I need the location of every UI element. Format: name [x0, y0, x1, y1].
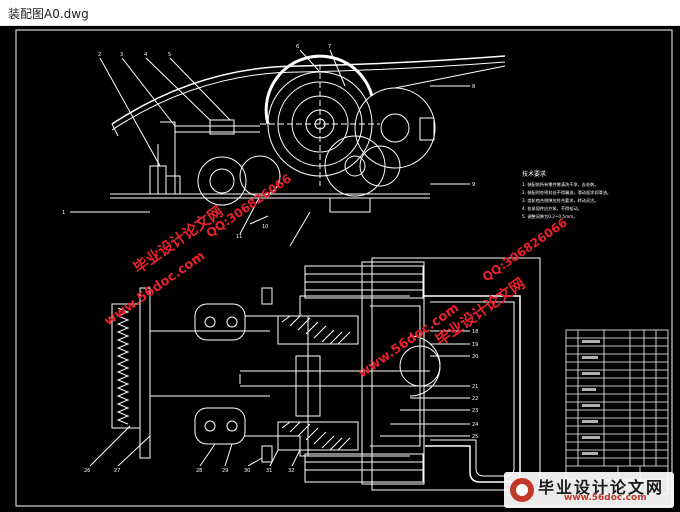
part-label: 5	[168, 52, 171, 58]
part-label: 29	[222, 468, 228, 474]
logo-icon	[510, 478, 534, 502]
spring	[116, 307, 130, 425]
motor-bottom	[304, 453, 424, 483]
note-line: 2. 装配时各密封处不得漏油，滑动面涂润滑油。	[522, 189, 611, 196]
part-label: 25	[472, 434, 478, 440]
watermark-text: QQ:306826066	[480, 215, 570, 284]
note-line: 3. 齿轮啮合侧隙应符合要求，转动灵活。	[522, 197, 599, 204]
technical-notes: 技术要求 1. 装配前所有零件需清洗干净，去毛刺。 2. 装配时各密封处不得漏油…	[522, 170, 611, 220]
part-label: 32	[288, 468, 294, 474]
drawing-border	[15, 29, 673, 507]
part-label: 6	[296, 44, 299, 50]
part-label: 10	[262, 224, 268, 230]
gear-section-bottom	[277, 421, 359, 451]
site-logo: 毕业设计论文网 www.56doc.com	[504, 472, 674, 508]
lower-link	[194, 407, 246, 445]
watermarks: 毕业设计论文网 QQ:306826066 www.56doc.com QQ:30…	[102, 171, 570, 381]
part-label: 22	[472, 396, 478, 402]
logo-main-text: 毕业设计论文网	[538, 478, 665, 497]
part-label: 7	[328, 44, 331, 50]
parts-list-fills	[582, 340, 600, 455]
part-label: 20	[472, 354, 478, 360]
curved-arm	[111, 55, 506, 125]
part-label: 2	[98, 52, 101, 58]
note-line: 4. 各紧固件应拧紧，不得松动。	[522, 205, 582, 212]
part-label: 11	[236, 234, 242, 240]
lower-view	[89, 257, 541, 491]
part-label: 26	[84, 468, 90, 474]
cam-disk	[354, 87, 436, 169]
upper-link	[194, 303, 246, 341]
part-label: 27	[114, 468, 120, 474]
gear-housing	[264, 54, 374, 125]
part-label: 28	[196, 468, 202, 474]
part-label: 4	[144, 52, 147, 58]
upper-view	[70, 49, 506, 247]
window-title: 装配图A0.dwg	[8, 7, 89, 21]
part-label: 1	[62, 210, 65, 216]
notes-heading: 技术要求	[522, 170, 546, 178]
part-labels-top: 1 2 3 4 5 6 7 8 9 10 11	[62, 44, 475, 240]
lower-disk	[324, 135, 386, 197]
assembly-drawing: 1 2 3 4 5 6 7 8 9 10 11 技术要求 1. 装配前所有零件需…	[15, 29, 673, 507]
part-label: 18	[472, 329, 478, 335]
logo-sub-text: www.56doc.com	[564, 493, 647, 503]
part-label: 8	[472, 84, 475, 90]
part-label: 3	[120, 52, 123, 58]
part-label: 23	[472, 408, 478, 414]
part-label: 19	[472, 342, 478, 348]
part-label: 9	[472, 182, 475, 188]
part-labels-bottom: 18 19 20 21 22 23 24 25 26 27 28 29 30 3…	[84, 329, 478, 474]
part-label: 31	[266, 468, 272, 474]
drawing-canvas[interactable]: 1 2 3 4 5 6 7 8 9 10 11 技术要求 1. 装配前所有零件需…	[0, 26, 680, 512]
parts-list-table	[565, 329, 669, 495]
part-label: 24	[472, 422, 478, 428]
gear-section-top	[277, 315, 359, 345]
note-line: 1. 装配前所有零件需清洗干净，去毛刺。	[522, 181, 599, 188]
part-label: 21	[472, 384, 478, 390]
window-titlebar: 装配图A0.dwg	[0, 0, 680, 26]
small-gear	[197, 156, 247, 206]
note-line: 5. 调整间隙为0.2~0.5mm。	[522, 213, 577, 220]
part-label: 30	[244, 468, 250, 474]
